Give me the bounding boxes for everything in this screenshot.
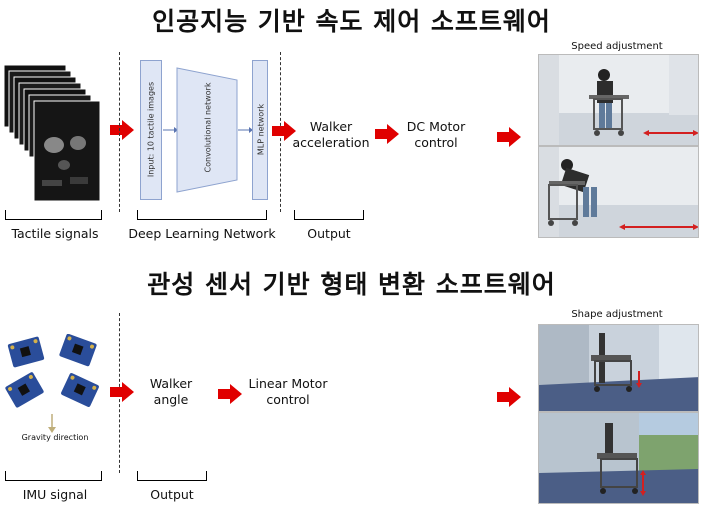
mlp-layer-box: MLP network: [252, 60, 268, 200]
walker-angle-text: Walker angle: [149, 376, 193, 407]
tactile-image-stack: [3, 64, 104, 205]
small-arrow-icon: [238, 127, 253, 133]
mlp-layer-label: MLP network: [256, 103, 266, 156]
arrow-right-icon: [110, 382, 134, 402]
shape-photo-title: Shape adjustment: [571, 309, 663, 320]
small-arrow-icon: [163, 127, 178, 133]
imu-sensor-boards: [4, 333, 104, 414]
tactile-bracket: [5, 210, 102, 220]
imu-board: [7, 336, 45, 368]
bottom-output-bracket: [137, 471, 207, 481]
input-layer-label: Input: 10 tactile images: [146, 81, 156, 178]
input-layer-box: Input: 10 tactile images: [140, 60, 162, 200]
tactile-label: Tactile signals: [11, 226, 99, 241]
network-bracket: [137, 210, 267, 220]
imu-signal-label: IMU signal: [22, 487, 88, 502]
imu-bracket: [5, 471, 102, 481]
output-label: Output: [307, 226, 351, 241]
speed-photo-title: Speed adjustment: [571, 41, 663, 52]
bottom-output-label: Output: [150, 487, 194, 502]
imu-board: [5, 372, 44, 408]
output-bracket: [294, 210, 364, 220]
imu-board: [61, 373, 99, 407]
linear-motor-control-text: Linear Motor control: [248, 376, 328, 407]
arrow-right-icon: [218, 384, 242, 404]
arrow-right-icon: [497, 127, 521, 147]
bottom-title: 관성 센서 기반 형태 변환 소프트웨어: [147, 270, 556, 299]
arrow-right-icon: [110, 120, 134, 140]
speed-photo-bottom: [538, 146, 699, 238]
speed-photo-top: [538, 54, 699, 146]
arrow-right-icon: [375, 124, 399, 144]
dc-motor-control-text: DC Motor control: [406, 119, 466, 150]
top-title: 인공지능 기반 속도 제어 소프트웨어: [152, 7, 551, 36]
section-divider: [119, 52, 120, 212]
conv-network-label: Convolutional network: [203, 82, 213, 173]
imu-board: [59, 333, 97, 367]
arrow-right-icon: [497, 387, 521, 407]
gravity-arrow-icon: [48, 414, 56, 433]
tactile-frames: [3, 64, 101, 202]
network-bracket-label: Deep Learning Network: [128, 226, 276, 241]
walker-acceleration-text: Walker acceleration: [292, 119, 370, 150]
shape-photo-bottom: [538, 412, 699, 504]
gravity-direction-label: Gravity direction: [21, 433, 89, 442]
shape-photo-top: [538, 324, 699, 412]
conv-network-shape: [176, 67, 238, 193]
